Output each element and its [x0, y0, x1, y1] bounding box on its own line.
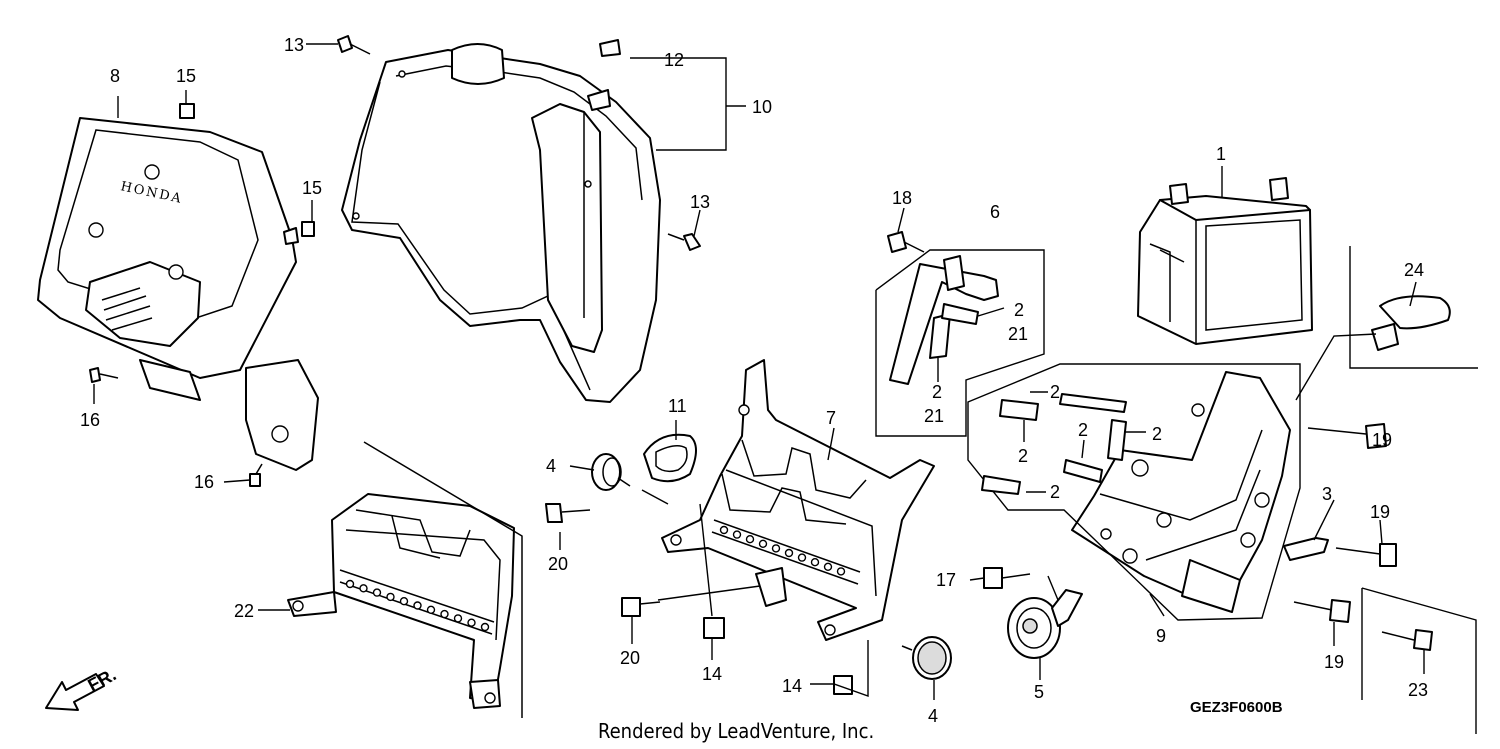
leader-lines — [93, 43, 1477, 734]
callout-21: 21 — [924, 406, 944, 426]
callout-16: 16 — [194, 472, 214, 492]
callout-6: 6 — [990, 202, 1000, 222]
callout-11: 11 — [668, 396, 687, 416]
battery-stay — [875, 249, 1045, 437]
callout-13: 13 — [690, 192, 710, 212]
callout-16: 16 — [80, 410, 100, 430]
battery-cable-clip — [1283, 537, 1329, 561]
callout-15: 15 — [176, 66, 196, 86]
callout-15: 15 — [302, 178, 322, 198]
callout-14: 14 — [702, 664, 722, 684]
rubber-cushion-lower — [901, 636, 952, 680]
callout-2: 2 — [1078, 420, 1088, 440]
main-bracket — [661, 359, 935, 641]
frame-hole — [453, 614, 463, 623]
callout-12: 12 — [664, 50, 684, 70]
callout-14: 14 — [782, 676, 802, 696]
callout-10: 10 — [752, 97, 772, 117]
frame-hole — [745, 535, 755, 544]
callout-3: 3 — [1322, 484, 1332, 504]
callout-19: 19 — [1370, 502, 1390, 522]
callout-2: 2 — [1050, 382, 1060, 402]
frame-hole — [345, 579, 355, 589]
frame-hole — [372, 588, 382, 597]
callout-19: 19 — [1372, 430, 1392, 450]
front-cover — [37, 117, 319, 471]
callout-20: 20 — [548, 554, 568, 574]
frame-hole — [797, 553, 807, 562]
frame-hole — [758, 539, 768, 548]
frame-hole — [823, 562, 833, 571]
battery-band — [1349, 246, 1478, 369]
inner-cover — [341, 43, 661, 403]
callout-2: 2 — [1152, 424, 1162, 444]
callout-1: 1 — [1216, 144, 1226, 164]
callout-19: 19 — [1324, 652, 1344, 672]
callout-8: 8 — [110, 66, 120, 86]
front-direction-arrow — [45, 673, 105, 711]
callout-13: 13 — [284, 35, 304, 55]
frame-hole — [386, 592, 395, 602]
callout-2: 2 — [1018, 446, 1028, 466]
horn — [1007, 575, 1083, 659]
frame-hole — [426, 605, 436, 614]
callout-2: 2 — [1014, 300, 1024, 320]
frame-hole — [732, 530, 742, 539]
frame-hole — [784, 548, 794, 558]
lower-frame — [287, 441, 523, 718]
frame-hole — [771, 544, 781, 553]
callout-18: 18 — [892, 188, 912, 208]
callout-9: 9 — [1156, 626, 1166, 646]
frame-hole — [399, 597, 409, 606]
drawing-code: GEZ3F0600B — [1190, 699, 1283, 716]
callout-7: 7 — [826, 408, 836, 428]
battery-tray — [967, 363, 1301, 621]
frame-hole — [480, 622, 490, 632]
rubber-pads — [981, 393, 1127, 495]
render-credit: Rendered by LeadVenture, Inc. — [598, 719, 874, 743]
callout-2: 2 — [1050, 482, 1060, 502]
rubber-band — [643, 433, 697, 483]
callout-17: 17 — [936, 570, 956, 590]
frame-hole — [440, 609, 449, 619]
callout-22: 22 — [234, 601, 254, 621]
callout-21: 21 — [1008, 324, 1028, 344]
frame-hole — [413, 601, 422, 610]
callout-5: 5 — [1034, 682, 1044, 702]
rubber-cushion-upper — [591, 453, 631, 491]
callout-20: 20 — [620, 648, 640, 668]
frame-hole — [719, 525, 729, 535]
callout-23: 23 — [1408, 680, 1428, 700]
callout-24: 24 — [1404, 260, 1424, 280]
frame-hole — [467, 618, 476, 627]
battery — [1137, 177, 1313, 345]
frame-hole — [810, 558, 820, 567]
frame-hole — [836, 567, 846, 576]
frame-hole — [359, 584, 368, 593]
callout-4: 4 — [928, 706, 938, 726]
callout-2: 2 — [932, 382, 942, 402]
callout-4: 4 — [546, 456, 556, 476]
